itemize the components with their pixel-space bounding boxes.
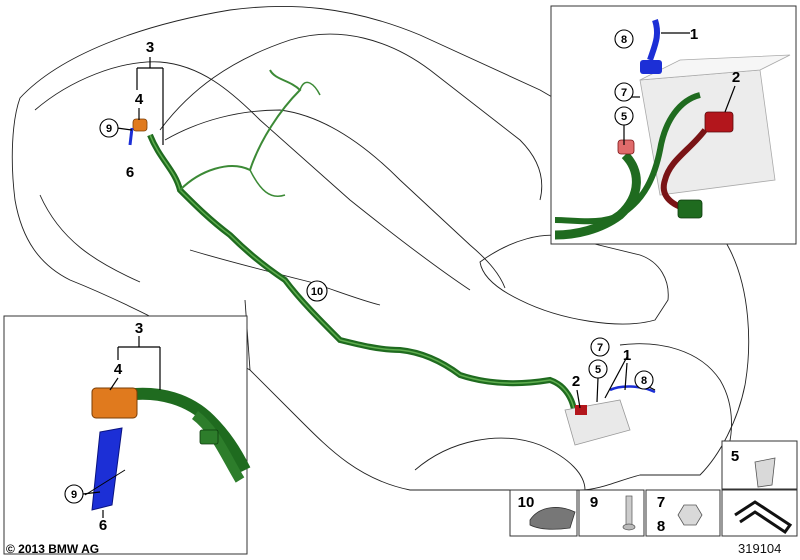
callout-car-2: 2: [572, 373, 580, 390]
hex-nut-icon: [677, 504, 703, 526]
legend-number-9: 9: [590, 494, 598, 511]
callout-inset-1: 1: [690, 26, 698, 43]
front-battery-small: [564, 385, 656, 446]
callout-rear-cable-lug: 4: [135, 91, 144, 108]
callout-rear-group: 3: [146, 39, 154, 56]
callout-inset-bl-9: 9: [71, 489, 77, 501]
legend-number-8: 8: [657, 518, 665, 535]
legend-number-7: 7: [657, 494, 665, 511]
inset-rear-lug-detail: [3, 315, 251, 555]
callout-circle-7-inset: [614, 82, 634, 102]
callout-inset-bl-4: 4: [114, 361, 123, 378]
callout-car-7: 7: [597, 342, 603, 354]
callout-circle-8-inset: [614, 29, 634, 49]
callout-inset-8: 8: [621, 34, 627, 46]
callout-rear-stud: 9: [106, 123, 112, 135]
callout-car-1: 1: [623, 347, 631, 364]
rear-cable-lug: [128, 118, 148, 146]
figure-id: 319104: [738, 541, 782, 556]
callout-inset-bl-6: 6: [99, 517, 107, 534]
sleeve-icon: [754, 457, 776, 488]
callout-circle-9-bl: [64, 484, 84, 504]
legend-number-10: 10: [518, 494, 535, 511]
callout-circle-10: [306, 280, 328, 302]
callout-circle-7-car: [590, 337, 610, 357]
angle-bracket-icon: [734, 500, 793, 535]
callout-car-5: 5: [595, 364, 601, 376]
stud-bolt-icon: [622, 495, 636, 531]
inset-battery-detail: [550, 5, 797, 245]
leader-lines: [82, 32, 736, 518]
callout-circle-8-car: [634, 370, 654, 390]
copyright-text: © 2013 BMW AG: [6, 542, 100, 556]
cable-clip-icon: [529, 507, 576, 530]
main-battery-harness: [147, 69, 578, 421]
callout-circle-9: [99, 118, 119, 138]
callout-inset-2: 2: [732, 69, 740, 86]
callout-inset-5: 5: [621, 111, 627, 123]
callout-inset-7: 7: [621, 87, 627, 99]
callouts: 10 3 4 9 6 8 1 2 7 5 7 1 5 2 8 3 4 9 6 5…: [64, 26, 740, 535]
callout-main-harness: 10: [311, 286, 323, 298]
callout-circle-5-car: [588, 359, 608, 379]
callout-car-8: 8: [641, 375, 647, 387]
legend-number-5: 5: [731, 448, 739, 465]
callout-inset-bl-3: 3: [135, 320, 143, 337]
parts-legend: [509, 440, 798, 537]
callout-rear-ground: 6: [126, 164, 134, 181]
callout-circle-5-inset: [614, 106, 634, 126]
